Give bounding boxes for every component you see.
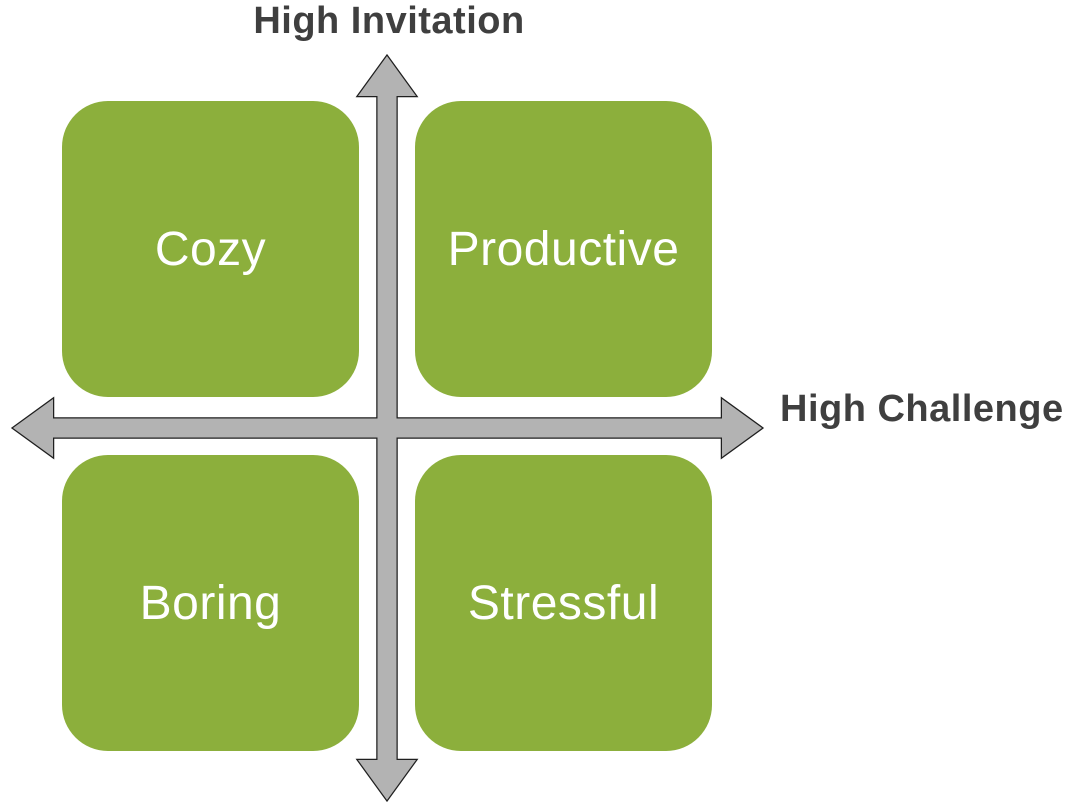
vertical-axis-label: High Invitation bbox=[253, 0, 525, 42]
quadrant-bottom-right: Stressful bbox=[415, 455, 712, 751]
quadrant-top-left: Cozy bbox=[62, 101, 359, 397]
horizontal-axis-label: High Challenge bbox=[780, 388, 1064, 430]
quadrant-label-stressful: Stressful bbox=[467, 576, 660, 630]
quadrant-label-boring: Boring bbox=[139, 576, 282, 630]
quadrant-bottom-left: Boring bbox=[62, 455, 359, 751]
quadrant-label-productive: Productive bbox=[447, 222, 680, 276]
quadrant-top-right: Productive bbox=[415, 101, 712, 397]
quadrant-label-cozy: Cozy bbox=[154, 222, 267, 276]
